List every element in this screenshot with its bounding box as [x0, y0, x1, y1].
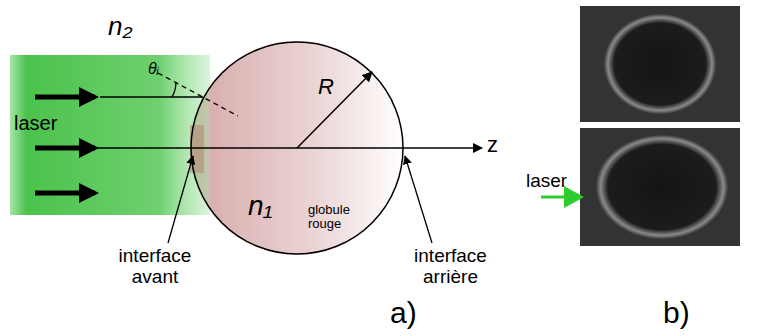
angle-label: θᵢ	[148, 60, 159, 78]
laser-label: laser	[14, 112, 57, 134]
radius-arrow	[297, 72, 372, 148]
panel-label: a)	[390, 296, 417, 329]
radius-label: R	[318, 75, 334, 99]
axis-label: z	[487, 133, 498, 157]
cell-circle: Rn₁ globule rouge	[190, 41, 404, 255]
panel-label: b)	[663, 296, 690, 329]
laser-beam	[10, 55, 210, 215]
cell-outline	[190, 41, 404, 255]
back-interface-label: interface arrière	[398, 246, 503, 288]
medium-index: n₂	[108, 12, 132, 41]
front-interface-label: interface avant	[105, 246, 205, 288]
cell-index: n₁	[248, 191, 272, 222]
cell-name: globule rouge	[308, 203, 372, 232]
laser-label: laser	[526, 171, 567, 192]
z-axis	[95, 147, 482, 149]
